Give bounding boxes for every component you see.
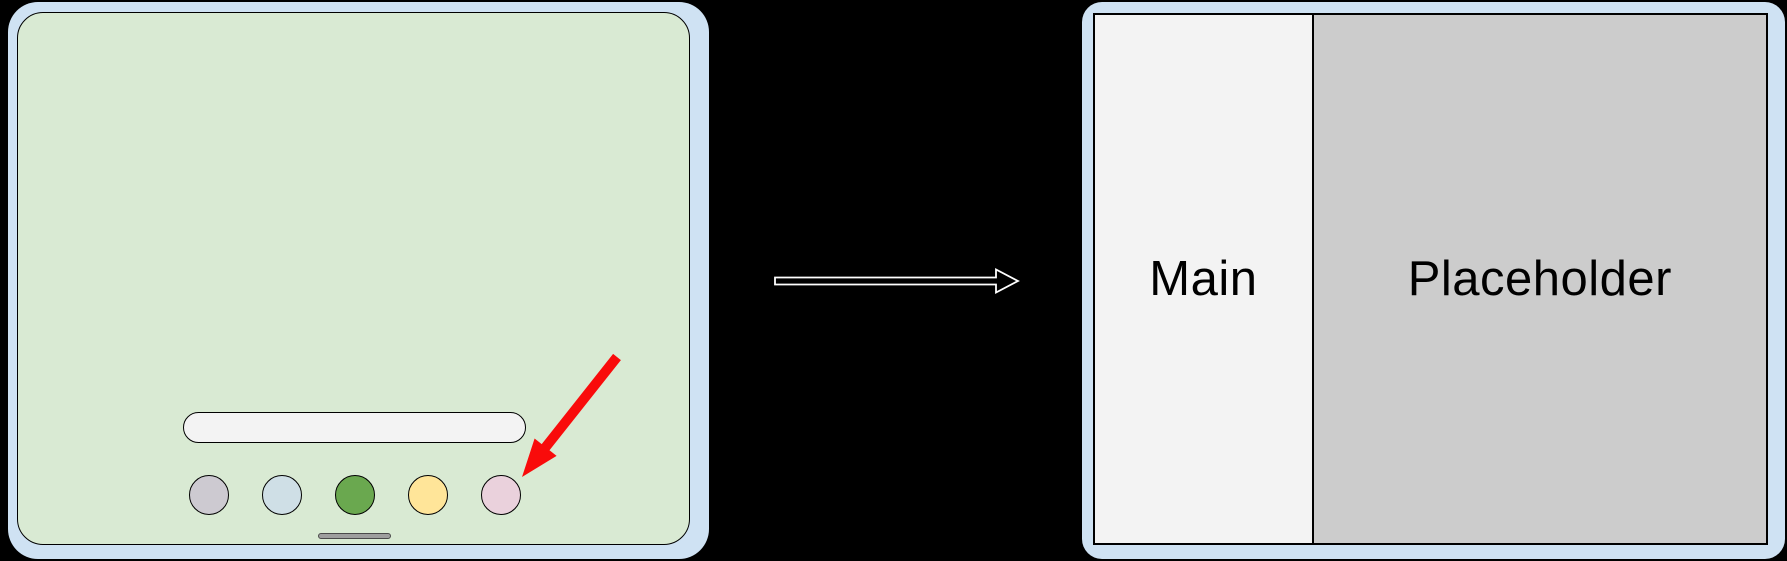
app-icon-4[interactable] bbox=[407, 475, 448, 515]
home-screen bbox=[17, 12, 690, 545]
dock bbox=[18, 475, 689, 515]
main-panel: Main bbox=[1095, 15, 1312, 543]
tablet-device-before bbox=[8, 2, 709, 559]
app-icon-3[interactable] bbox=[334, 475, 375, 515]
transition-arrow-shape bbox=[774, 268, 1020, 294]
split-screen: Main Placeholder bbox=[1093, 13, 1768, 545]
app-icon-5[interactable] bbox=[480, 475, 521, 515]
main-panel-label: Main bbox=[1149, 252, 1258, 306]
placeholder-panel: Placeholder bbox=[1311, 15, 1766, 543]
app-icon-1[interactable] bbox=[188, 475, 229, 515]
tablet-device-after: Main Placeholder bbox=[1082, 2, 1785, 559]
home-indicator[interactable] bbox=[318, 533, 391, 539]
placeholder-panel-label: Placeholder bbox=[1407, 252, 1672, 306]
search-bar[interactable] bbox=[183, 412, 526, 443]
app-icon-2[interactable] bbox=[261, 475, 302, 515]
